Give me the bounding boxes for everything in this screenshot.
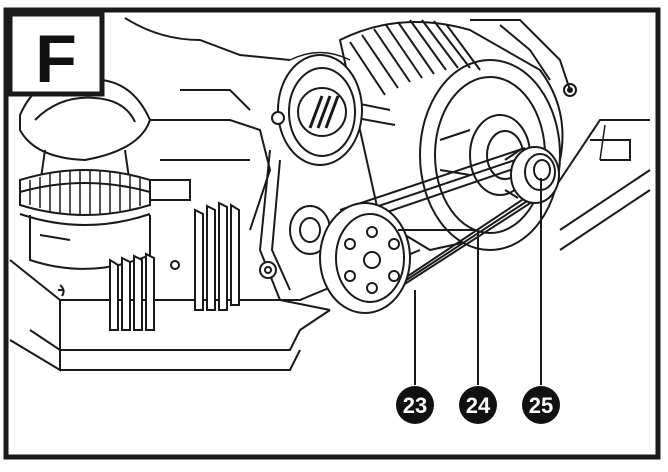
callout-23: 23: [396, 386, 434, 424]
small-pulley: [504, 146, 560, 204]
idler-pulley: [289, 205, 331, 255]
handle-column: [19, 77, 152, 270]
belt-guard-frame: [258, 111, 331, 311]
leader-line-24: [398, 229, 479, 385]
collar-ribs: [29, 170, 141, 215]
leader-lines: [398, 178, 542, 385]
callout-24: 24: [459, 386, 497, 424]
callout-23-number: 23: [403, 393, 427, 418]
callout-25: 25: [522, 386, 560, 424]
callout-24-number: 24: [466, 393, 491, 418]
callout-25-number: 25: [529, 393, 553, 418]
logo-cap: [277, 51, 363, 166]
vent-fins: [58, 201, 240, 331]
large-pulley: [319, 202, 411, 314]
panel-letter-box: F: [7, 11, 105, 97]
panel-letter: F: [35, 21, 77, 97]
